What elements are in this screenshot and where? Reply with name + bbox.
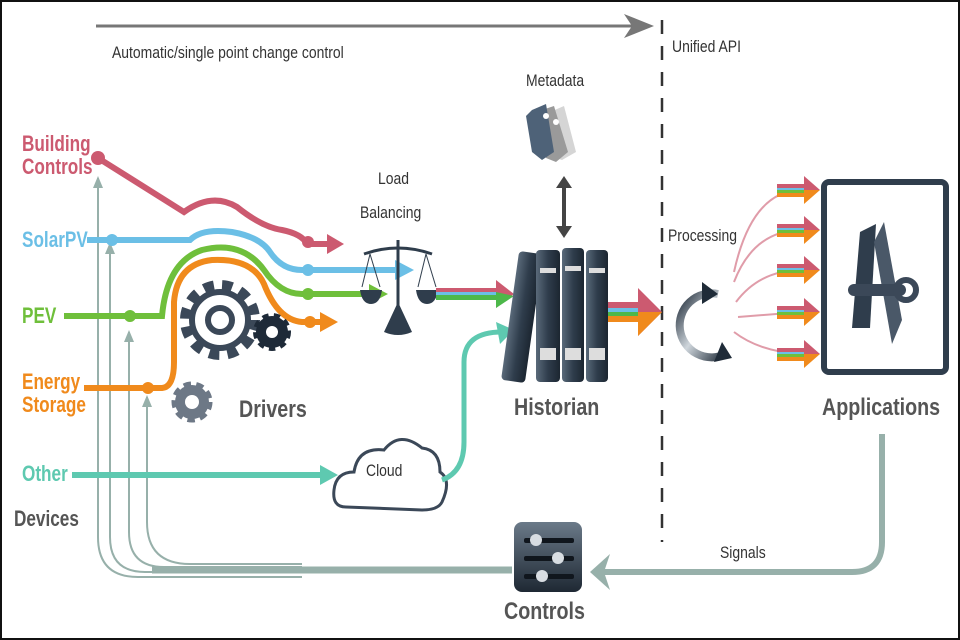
gear-small-dark-icon xyxy=(253,313,291,351)
metadata-tags-icon xyxy=(526,104,576,162)
applications-label: Applications xyxy=(822,394,941,421)
controls-sliders-icon xyxy=(514,522,582,592)
historian-output-arrow xyxy=(608,288,662,336)
processing-cycle-icon xyxy=(675,282,732,362)
change-control-label: Automatic/single point change control xyxy=(112,43,344,62)
gear-large-icon xyxy=(180,280,260,360)
devices-heading: Devices xyxy=(14,506,79,531)
device-pev[interactable]: PEV xyxy=(22,303,57,328)
unified-api-label: Unified API xyxy=(672,37,741,56)
device-building-controls[interactable]: Building Controls xyxy=(22,132,93,178)
applications-icon xyxy=(821,179,949,375)
device-label-line2: Storage xyxy=(22,392,86,418)
fan-arrow-group xyxy=(777,176,820,368)
cloud-to-historian-line xyxy=(441,329,503,483)
other-line xyxy=(72,465,338,485)
device-solar-pv[interactable]: SolarPV xyxy=(22,227,88,252)
fan-arrow xyxy=(777,340,820,368)
cloud-icon xyxy=(332,438,448,512)
solar-pv-line xyxy=(87,228,414,280)
controls-label: Controls xyxy=(504,598,585,625)
drivers-label: Drivers xyxy=(239,396,307,423)
energy-storage-line xyxy=(84,256,338,394)
change-control-arrow xyxy=(96,14,654,38)
device-label-line2: Controls xyxy=(22,154,93,180)
metadata-label: Metadata xyxy=(526,71,585,90)
historian-books-icon xyxy=(501,248,608,383)
balanced-flow-arrow xyxy=(436,280,514,308)
load-balancing-label-2: Balancing xyxy=(360,203,422,222)
signals-loop xyxy=(152,434,885,590)
processing-label: Processing xyxy=(668,226,737,245)
metadata-historian-arrow xyxy=(556,176,572,238)
fan-arrow xyxy=(777,216,820,244)
load-balancing-label-1: Load xyxy=(378,169,410,188)
cloud-label: Cloud xyxy=(366,461,403,480)
device-other[interactable]: Other xyxy=(22,461,68,486)
scale-icon xyxy=(360,240,438,335)
historian-label: Historian xyxy=(514,394,600,421)
device-label-line1: Energy xyxy=(22,369,81,394)
fan-arrow xyxy=(777,176,820,204)
device-label-line1: Building xyxy=(22,131,91,156)
signals-label: Signals xyxy=(720,543,766,562)
device-energy-storage[interactable]: Energy Storage xyxy=(22,370,86,416)
fan-arrow xyxy=(777,256,820,284)
fan-arrow xyxy=(777,298,820,326)
gear-small-grey-icon xyxy=(171,381,213,423)
building-controls-line xyxy=(91,151,344,254)
